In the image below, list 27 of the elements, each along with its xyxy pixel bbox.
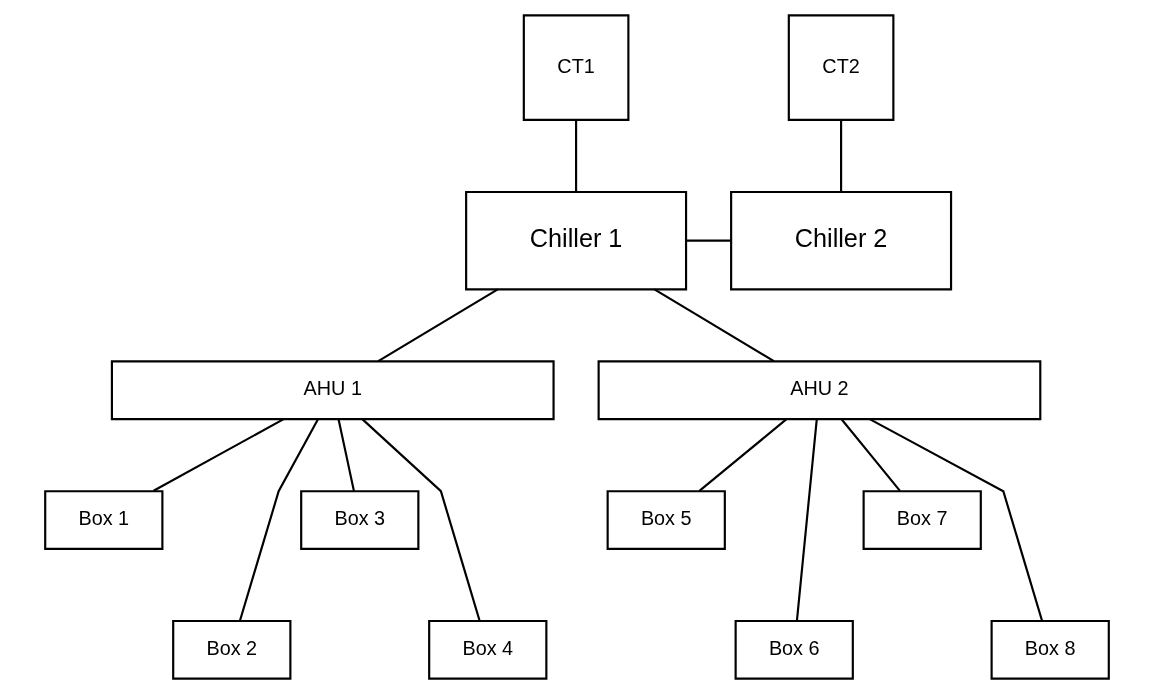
connector — [377, 288, 499, 363]
node-box: AHU 2 — [597, 360, 1042, 421]
connector — [869, 418, 1044, 622]
node-box: Box 3 — [300, 490, 420, 550]
connector — [795, 419, 818, 621]
connector — [361, 418, 481, 622]
connector — [840, 120, 843, 192]
node-box: Box 4 — [428, 619, 548, 680]
connector — [575, 120, 578, 192]
node-box: Box 1 — [44, 490, 164, 550]
node-box: Chiller 1 — [465, 190, 688, 291]
connector — [698, 418, 787, 492]
connector — [653, 288, 775, 363]
node-box: CT1 — [522, 14, 630, 121]
connector — [337, 419, 355, 492]
connector — [238, 418, 319, 622]
node-box: Chiller 2 — [730, 190, 953, 291]
node-box: Box 7 — [862, 490, 982, 550]
connector — [686, 239, 731, 242]
node-box: Box 5 — [606, 490, 726, 550]
node-box: Box 2 — [172, 619, 292, 680]
node-box: AHU 1 — [110, 360, 555, 421]
node-box: CT2 — [787, 14, 895, 121]
node-box: Box 8 — [990, 619, 1110, 680]
connector — [153, 418, 285, 492]
connector — [840, 418, 901, 492]
node-box: Box 6 — [734, 619, 854, 680]
